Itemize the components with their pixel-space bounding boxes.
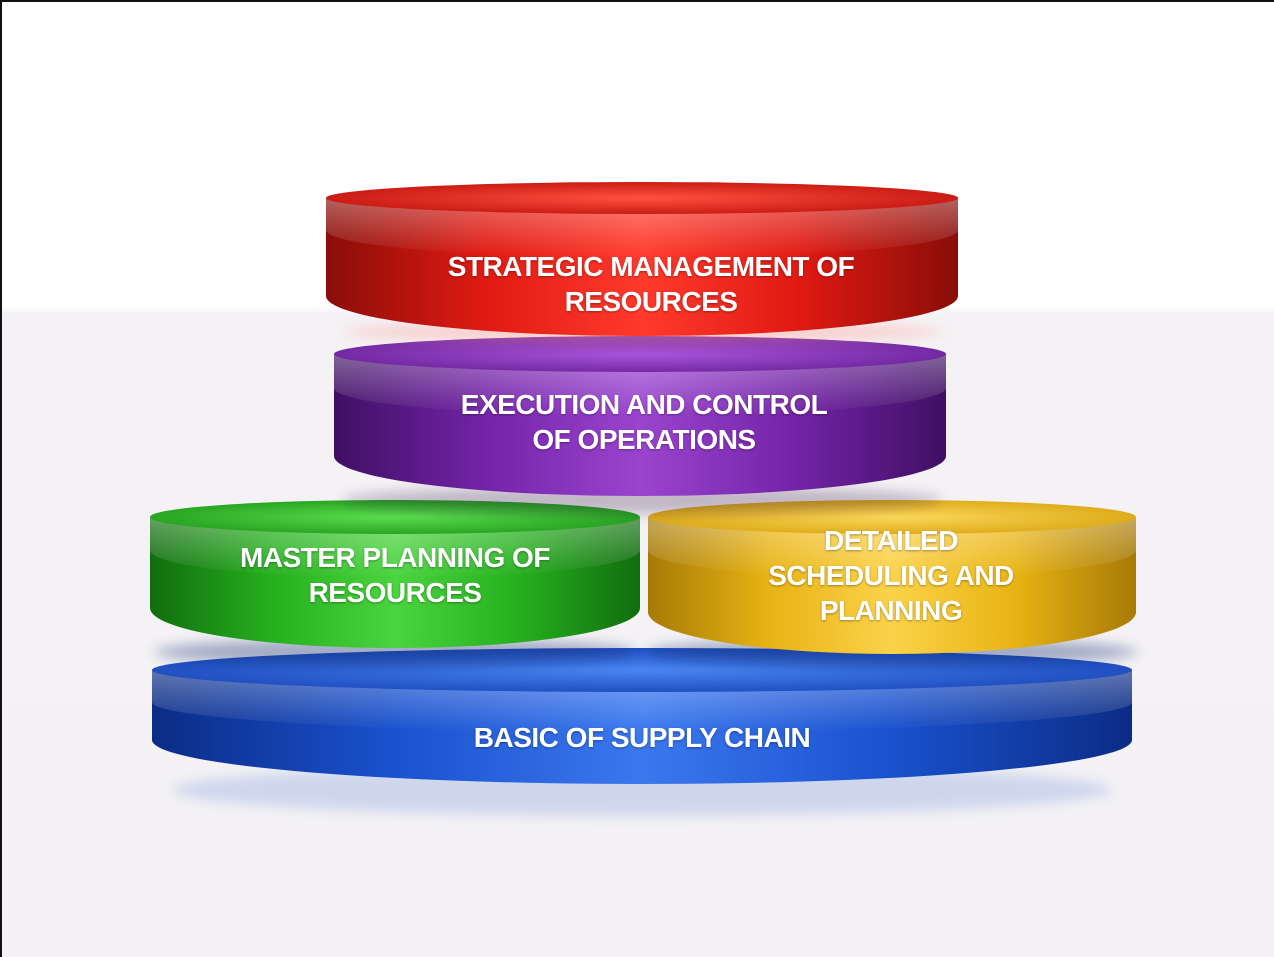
label-line: BASIC OF SUPPLY CHAIN <box>473 721 811 753</box>
label-line: SCHEDULING AND <box>768 559 1014 591</box>
label-line: RESOURCES <box>564 286 738 317</box>
disk-master-planning <box>150 500 640 648</box>
label-line: DETAILED <box>824 524 958 556</box>
label-line: RESOURCES <box>308 577 482 608</box>
label-line: EXECUTION AND CONTROL <box>460 389 828 420</box>
label-strategic-management: STRATEGIC MANAGEMENT OF RESOURCES <box>326 247 976 321</box>
label-line: STRATEGIC MANAGEMENT OF <box>447 251 855 282</box>
disk-strategic-management <box>326 182 958 336</box>
label-basic-supply-chain: BASIC OF SUPPLY CHAIN <box>152 718 1132 756</box>
disk-execution-control <box>334 336 946 496</box>
label-line: PLANNING <box>819 594 963 626</box>
label-execution-control: EXECUTION AND CONTROL OF OPERATIONS <box>334 385 954 459</box>
label-master-planning: MASTER PLANNING OF RESOURCES <box>150 538 640 612</box>
disk-basic-supply-chain <box>152 648 1132 784</box>
label-line: MASTER PLANNING OF <box>240 542 550 573</box>
label-detailed-scheduling: DETAILED SCHEDULING AND PLANNING <box>648 520 1134 630</box>
label-line: OF OPERATIONS <box>532 424 756 455</box>
